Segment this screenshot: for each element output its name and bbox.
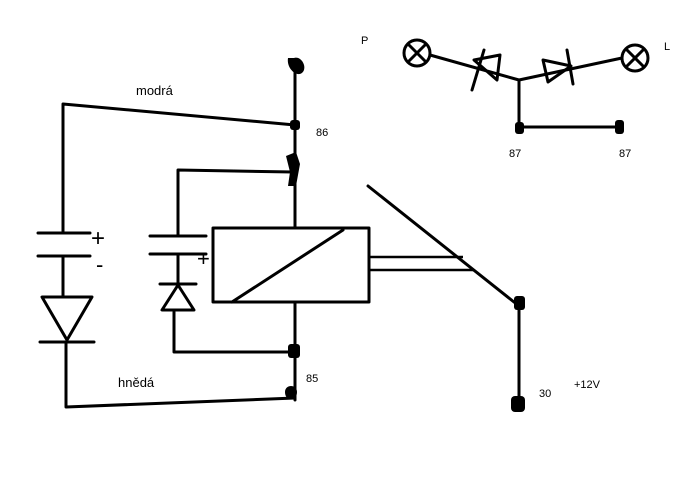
left-diode	[40, 295, 94, 342]
relay-switch-arm	[366, 184, 521, 308]
node-85	[288, 344, 300, 358]
lamp-diode-right-bar	[565, 48, 575, 86]
wire-modra	[61, 102, 297, 234]
lamp-l-cross-b	[624, 47, 646, 69]
label-p: P	[361, 35, 368, 47]
relay-coil	[211, 226, 371, 304]
wire-lower-branch	[172, 310, 295, 354]
label-85: 85	[306, 373, 318, 385]
node-86	[290, 120, 300, 130]
right-diode	[160, 283, 196, 312]
lamp-p-icon	[402, 38, 432, 68]
lamp-diode-left	[472, 53, 502, 82]
label-hneda: hnědá	[118, 375, 155, 390]
label-modra: modrá	[136, 83, 174, 98]
node-bottom	[285, 386, 297, 400]
lamp-diode-right	[541, 58, 573, 84]
label-86: 86	[316, 127, 328, 139]
label-supply: +12V	[574, 379, 601, 391]
label-87-right: 87	[619, 148, 631, 160]
wire-hneda	[64, 340, 297, 409]
left-cap-minus: -	[96, 252, 103, 277]
node-upper-connector	[286, 152, 300, 186]
node-87-right	[615, 120, 624, 134]
wire-lamps	[428, 53, 624, 82]
label-l: L	[664, 41, 670, 53]
left-cap-plus: +	[91, 225, 105, 252]
label-87-left: 87	[509, 148, 521, 160]
label-30: 30	[539, 388, 551, 400]
node-87-left	[515, 122, 524, 134]
terminal-top-node	[287, 57, 305, 75]
relay-coil-diagonal	[230, 228, 345, 304]
right-cap-plus: +	[197, 246, 210, 271]
wire-upper-branch	[176, 168, 295, 238]
node-switch-contact	[514, 296, 525, 310]
node-30	[511, 396, 525, 412]
lamp-diode-left-bar	[470, 48, 486, 92]
wire-terminal-87	[517, 78, 622, 129]
right-cap-minus: -	[200, 225, 207, 247]
lamp-p-cross-b	[406, 42, 428, 64]
